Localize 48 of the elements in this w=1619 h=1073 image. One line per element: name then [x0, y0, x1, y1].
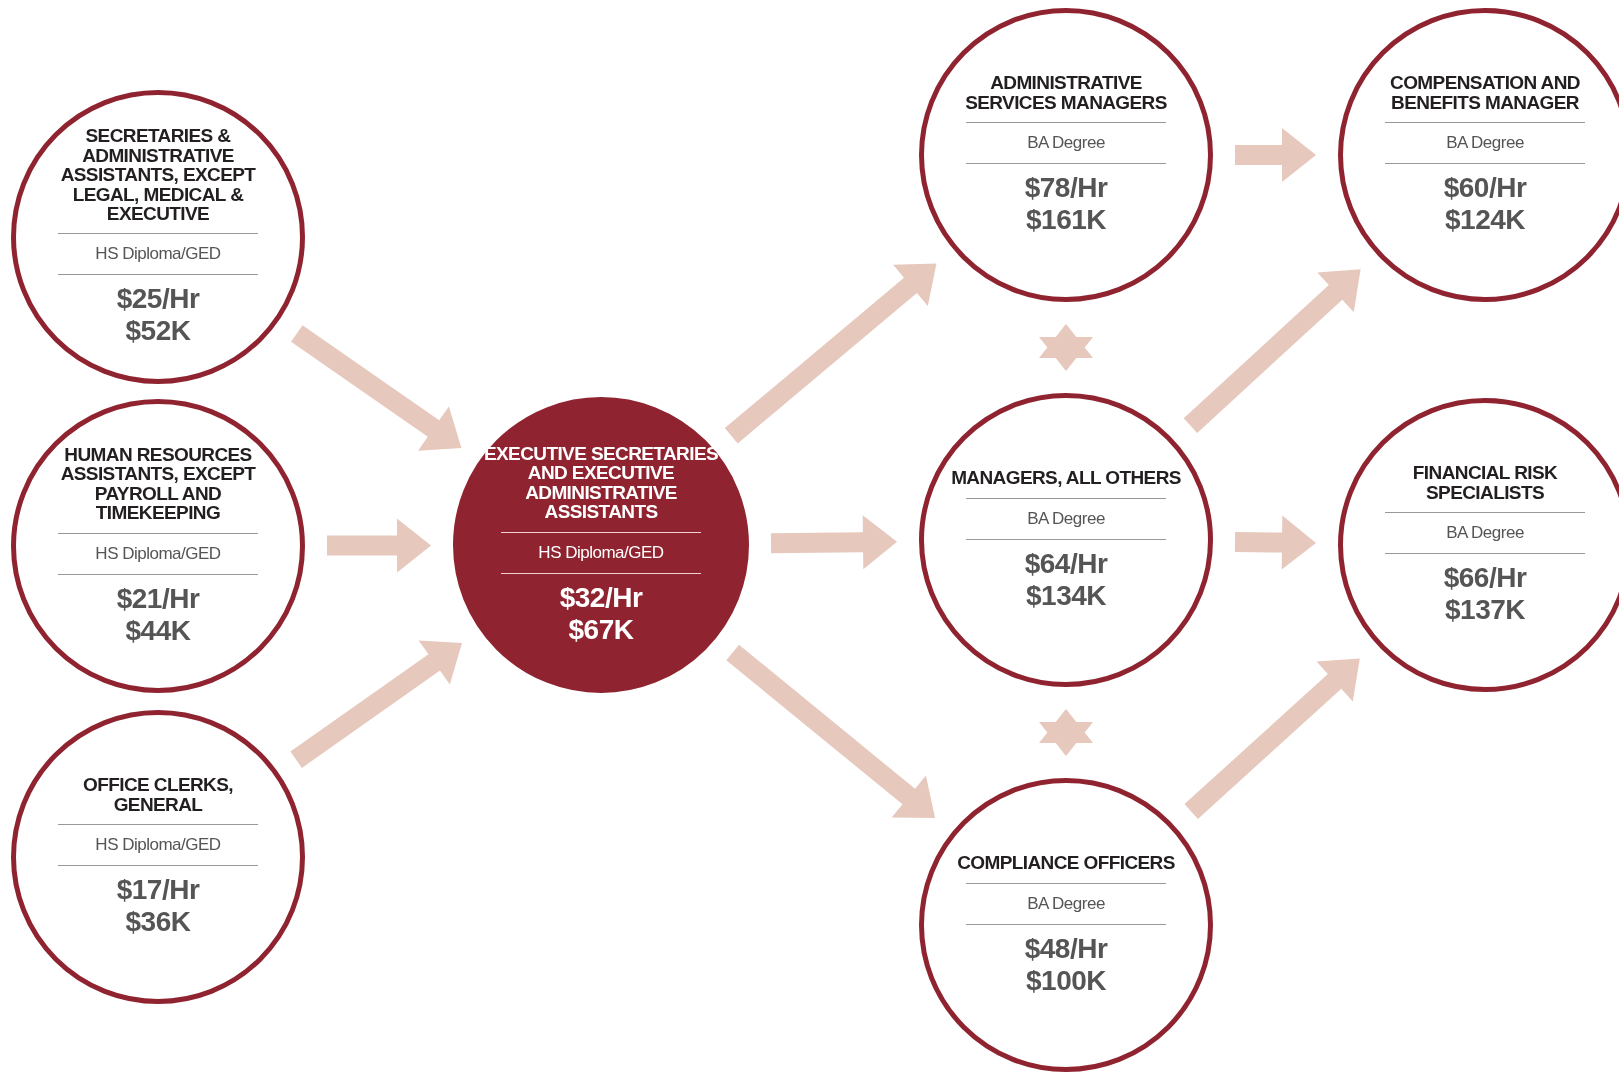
arrow [770, 515, 897, 570]
annual-salary: $161K [1026, 204, 1106, 237]
job-title: OFFICE CLERKS, GENERAL [82, 775, 234, 815]
education-requirement: BA Degree [1446, 522, 1524, 545]
hourly-wage: $48/Hr [1024, 932, 1108, 965]
hourly-wage: $60/Hr [1443, 172, 1527, 205]
hourly-wage: $32/Hr [559, 581, 643, 614]
education-requirement: BA Degree [1446, 132, 1524, 155]
annual-salary: $100K [1026, 964, 1106, 997]
education-requirement: HS Diploma/GED [95, 243, 221, 266]
job-title: FINANCIAL RISK SPECIALISTS [1411, 463, 1559, 503]
job-title: ADMINISTRATIVE SERVICES MANAGERS [964, 73, 1168, 113]
job-title: EXECUTIVE SECRETARIES AND EXECUTIVE ADMINISTRATIVE ASSISTANTS [482, 444, 720, 522]
education-requirement: BA Degree [1027, 892, 1105, 915]
hourly-wage: $64/Hr [1024, 547, 1108, 580]
job-title: COMPLIANCE OFFICERS [956, 853, 1176, 873]
arrow [327, 518, 431, 573]
education-requirement: BA Degree [1027, 507, 1105, 530]
annual-salary: $44K [125, 614, 191, 647]
education-requirement: BA Degree [1027, 132, 1105, 155]
education-requirement: HS Diploma/GED [538, 541, 664, 564]
hourly-wage: $25/Hr [116, 283, 200, 316]
job-title: MANAGERS, ALL OTHERS [950, 468, 1182, 488]
job-title: HUMAN RESOURCES ASSISTANTS, EXCEPT PAYROLL AND TIMEKEEPING [59, 445, 257, 523]
annual-salary: $137K [1445, 594, 1525, 627]
arrow [1039, 709, 1093, 756]
annual-salary: $36K [125, 906, 191, 939]
hourly-wage: $17/Hr [116, 874, 200, 907]
annual-salary: $124K [1445, 204, 1525, 237]
arrow [726, 644, 936, 819]
arrow [1184, 658, 1360, 819]
education-requirement: HS Diploma/GED [95, 834, 221, 857]
education-requirement: HS Diploma/GED [95, 542, 221, 565]
annual-salary: $52K [125, 315, 191, 348]
hourly-wage: $21/Hr [116, 582, 200, 615]
job-title: SECRETARIES & ADMINISTRATIVE ASSISTANTS, EXCEPT LEGAL, MEDICAL & EXECUTIVE [59, 126, 257, 224]
arrow [1234, 515, 1316, 570]
arrow [724, 263, 937, 444]
hourly-wage: $78/Hr [1024, 172, 1108, 205]
arrow [1235, 128, 1316, 182]
annual-salary: $134K [1026, 579, 1106, 612]
arrow [1183, 269, 1361, 433]
hourly-wage: $66/Hr [1443, 562, 1527, 595]
arrow [291, 325, 462, 451]
arrow [290, 640, 462, 768]
arrow [1039, 324, 1093, 371]
job-title: COMPENSATION AND BENEFITS MANAGER [1389, 73, 1581, 113]
annual-salary: $67K [568, 613, 634, 646]
